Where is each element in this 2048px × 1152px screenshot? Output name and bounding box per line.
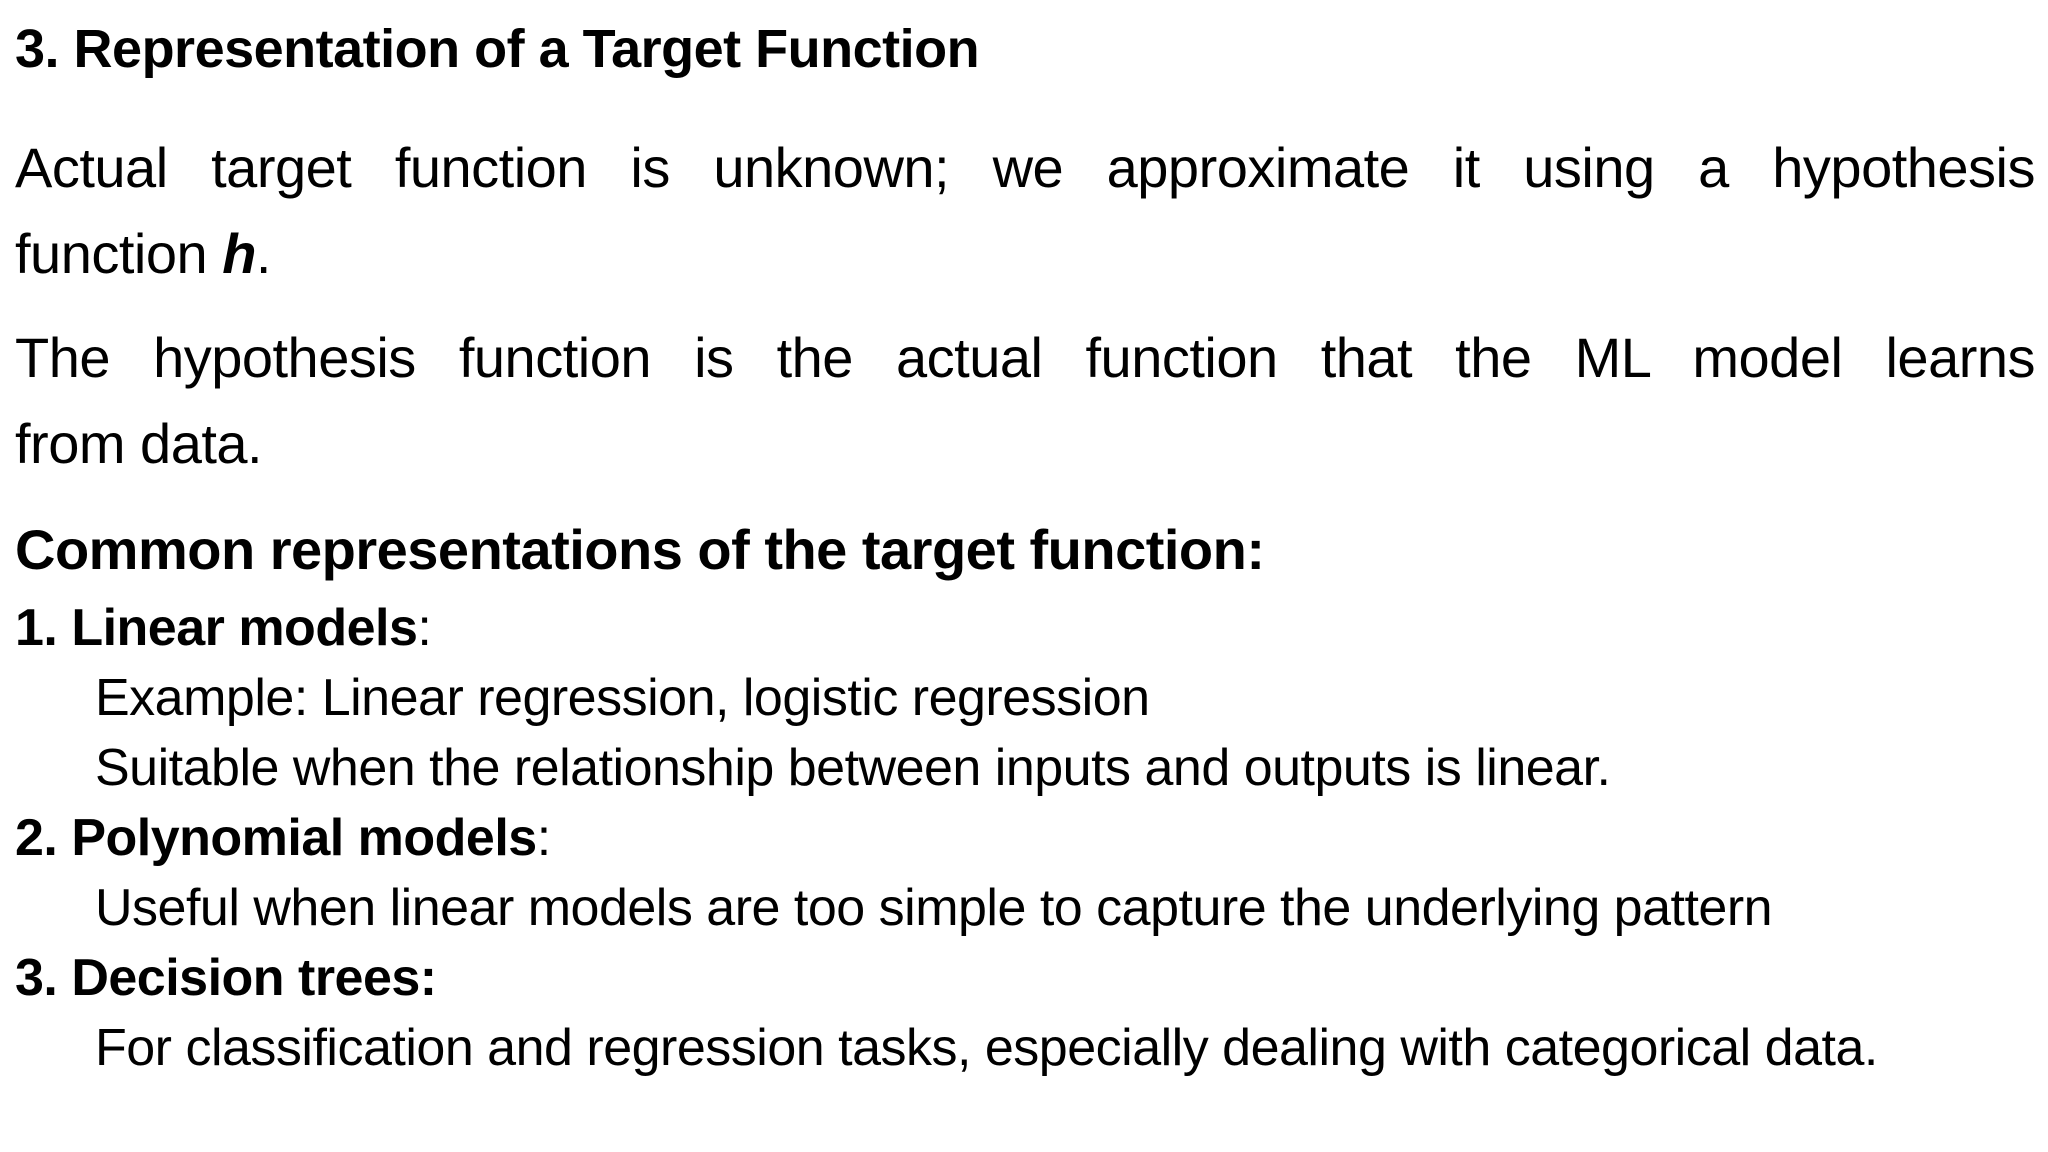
hypothesis-h-symbol: h bbox=[222, 222, 256, 285]
body-line: The hypothesis function is the actual fu… bbox=[15, 326, 2036, 389]
body-line: function h. bbox=[15, 211, 2035, 297]
list-item-colon: : bbox=[417, 599, 432, 657]
paragraph-hypothesis-learns: The hypothesis function is the actual fu… bbox=[15, 315, 2036, 487]
body-text: function bbox=[15, 222, 223, 285]
list-item-colon: : bbox=[536, 809, 551, 867]
list-item-head-polynomial-models: 2. Polynomial models: bbox=[15, 803, 2035, 873]
body-line: Actual target function is unknown; we ap… bbox=[15, 136, 2036, 199]
representations-list: 1. Linear models: Example: Linear regres… bbox=[15, 593, 2035, 1083]
paragraph-hypothesis-intro: Actual target function is unknown; we ap… bbox=[15, 125, 2036, 297]
list-item-head-decision-trees: 3. Decision trees: bbox=[15, 943, 2035, 1013]
list-sub-line: Suitable when the relationship between i… bbox=[95, 739, 1611, 797]
list-sub-line: Useful when linear models are too simple… bbox=[95, 879, 1773, 937]
list-item-label: 3. Decision trees: bbox=[15, 949, 437, 1007]
body-text: . bbox=[255, 222, 272, 285]
list-sub-line: Example: Linear regression, logistic reg… bbox=[95, 669, 1150, 727]
section-heading: Common representations of the target fun… bbox=[15, 518, 1265, 581]
list-item-label: 1. Linear models bbox=[15, 599, 418, 657]
list-item-head-linear-models: 1. Linear models: bbox=[15, 593, 2035, 663]
body-line: from data. bbox=[15, 412, 263, 475]
list-sub-line: For classification and regression tasks,… bbox=[95, 1019, 1878, 1077]
page-title: 3. Representation of a Target Function bbox=[15, 19, 980, 79]
list-item-label: 2. Polynomial models bbox=[15, 809, 537, 867]
